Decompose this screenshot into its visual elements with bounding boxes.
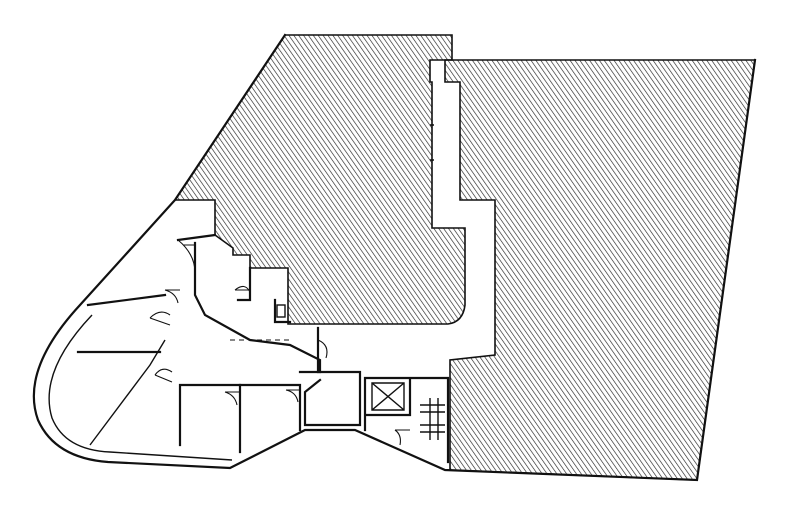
outer-wall xyxy=(32,33,757,482)
door-swing-9 xyxy=(164,289,180,304)
door-swing-3 xyxy=(154,368,173,383)
door-swing-5 xyxy=(317,339,328,360)
stair-x xyxy=(371,382,405,411)
lobby-wall xyxy=(303,326,362,427)
door-swing-8 xyxy=(394,429,410,446)
door-swing-4 xyxy=(234,285,251,293)
corridor-wall xyxy=(176,233,322,374)
hatched-area-left xyxy=(173,34,466,325)
door-swing-7 xyxy=(285,389,300,403)
fixture xyxy=(276,304,286,318)
room-wall-1 xyxy=(76,293,242,454)
door-swing-2 xyxy=(149,311,171,326)
stair-core xyxy=(363,376,450,464)
diagonal-partition xyxy=(89,339,166,446)
outer-wall-inner-line xyxy=(48,314,233,461)
stair-treads xyxy=(420,398,445,440)
door-swing-1 xyxy=(177,239,196,276)
column-mark xyxy=(430,124,434,161)
room-wall-2 xyxy=(236,266,302,432)
hatched-area-right xyxy=(444,59,756,481)
door-swing-6 xyxy=(224,391,240,406)
